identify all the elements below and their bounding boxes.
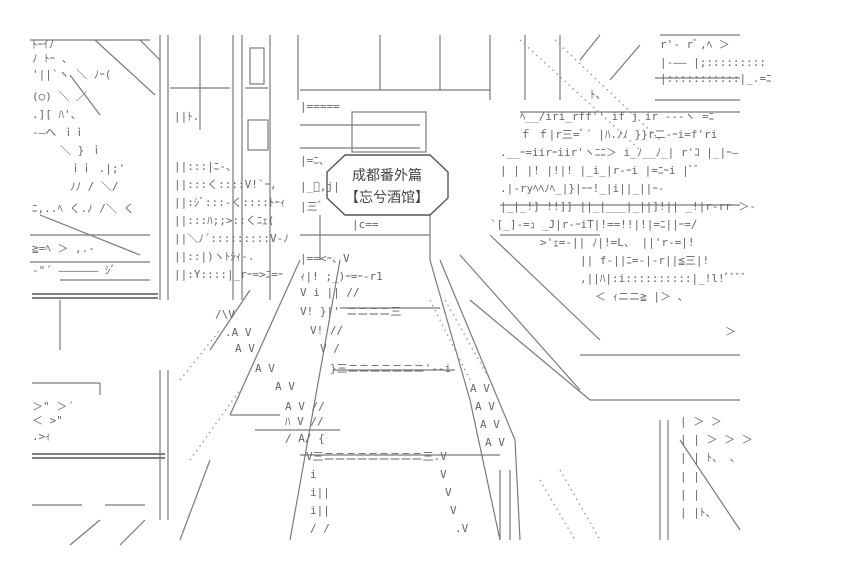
svg-text:/ A/ {: / A/ { [285,432,325,445]
svg-text:V i || //: V i || // [300,286,360,299]
svg-text:||＼ﾉ´:::::::::V-ﾉ: ||＼ﾉ´:::::::::V-ﾉ [174,232,289,245]
svg-text:||:ｼﾞ:::-く::::ﾄｰｨ: ||:ｼﾞ:::-く::::ﾄｰｨ [174,196,285,209]
svg-text:＜ >": ＜ >" [32,414,63,427]
svg-text:i||: i|| [310,486,330,499]
svg-text:|==<ｰ、V: |==<ｰ、V [300,252,350,265]
svg-text:| | ＞ ＞ ＞: | | ＞ ＞ ＞ [680,433,753,446]
svg-text:| |: | | [680,488,700,501]
svg-text:ﾍ__/iri_rff'' if j ir ---ヽ: ﾍ__/iri_rff'' if j ir ---ヽ =ﾆ [520,110,714,123]
svg-text:＜ ｨニニ≧ |＞ 、: ＜ ｨニニ≧ |＞ 、 [595,290,689,303]
svg-text:ｆ ｆ|r三=ﾞ´ |ﾊ.ﾉﾉ }}r二-ｰi=f'ri: ｆ ｆ|r三=ﾞ´ |ﾊ.ﾉﾉ }}r二-ｰi=f'ri [520,128,717,141]
svg-text:ﾆ,..ﾍ く.ﾉ /＼ く: ﾆ,..ﾍ く.ﾉ /＼ く [32,202,134,215]
svg-text:≧=ﾍ ＞ ,.-: ≧=ﾍ ＞ ,.- [32,242,95,255]
svg-text:A V //: A V // [285,400,325,413]
svg-text:`[_]-=ｭ _J|r-ｰiT|!==!!|!|=ﾆ||ｰ: `[_]-=ｭ _J|r-ｰiT|!==!!|!|=ﾆ||ｰ=/ [490,218,697,231]
svg-text:i||: i|| [310,504,330,517]
svg-text:||:::く::::V!`ｰ,: ||:::く::::V!`ｰ, [174,178,277,191]
svg-text:.>ｨ: .>ｨ [32,430,51,443]
svg-text:.][ ﾊ'、: .][ ﾊ'、 [32,108,82,121]
shop-sign: 成都番外篇 【忘兮酒馆】 [326,154,449,216]
svg-text:| |ﾄ、: | |ﾄ、 [680,506,716,519]
svg-text:|_|_!] !!]] ||_|___|_||]!|| _: |_|_!] !!]] ||_|___|_||]!|| _!|r-rr ＞- [500,200,756,213]
left-buildings [30,35,299,300]
svg-text:||:Y::::|_rｰ=>ﾆ=ｰ: ||:Y::::|_rｰ=>ﾆ=ｰ [174,268,283,281]
svg-text:||::|)ヽﾄｼｨ-.: ||::|)ヽﾄｼｨ-. [174,250,254,263]
svg-text:V: V [450,504,457,517]
svg-text:A V: A V [255,362,275,375]
svg-text:|=ﾆ、: |=ﾆ、 [300,154,330,167]
svg-text:||:::|ﾆ-、: ||:::|ﾆ-、 [174,160,237,173]
svg-text:|=====: |===== [300,100,340,113]
left-lower-rails [32,300,146,546]
shop-sign-line1: 成都番外篇 [352,168,422,184]
svg-text:|| f-||ﾆ=-|-r||≦三|!: || f-||ﾆ=-|-r||≦三|! [580,254,709,267]
svg-text:A V: A V [475,400,495,413]
svg-text:.|-ryﾍﾍﾉﾍ_|}|ｰｰ!_|i||_||ｰ-: .|-ryﾍﾍﾉﾍ_|}|ｰｰ!_|i||_||ｰ- [500,182,664,195]
svg-text:| | ﾄ、 、: | | ﾄ、 、 [680,451,741,464]
svg-text:| | |! |!|! |_i_|r-ｰi |=ﾆｰi |: | | |! |!|! |_i_|r-ｰi |=ﾆｰi |ﾞﾞ [500,164,700,177]
svg-text:＞: ＞ [725,325,736,338]
svg-text:ﾉ ﾄｰ 、: ﾉ ﾄｰ 、 [32,52,73,65]
svg-text:i: i [310,468,317,481]
center-ascii-texture: |===== |=ﾆ、 |_ﾞ,j| |三ﾞ |c== |==<ｰ、V ｨ|! … [215,100,505,535]
svg-text:| ＞ ＞: | ＞ ＞ [680,415,722,428]
svg-text:r'- rﾞ: r'- rﾞ [660,38,699,51]
svg-text:.A V: .A V [225,326,252,339]
svg-text:V /: V / [320,342,340,355]
svg-text:}三ニニニニニニニ'--i: }三ニニニニニニニ'--i [330,362,451,375]
svg-text:|-―― |;:::::::::: |-―― |;::::::::: [660,56,766,69]
svg-text:/ /: / / [310,522,330,535]
svg-text:|三ﾞ: |三ﾞ [300,200,323,213]
left-ascii-texture: ﾄｰｲﾉ ﾉ ﾄｰ 、 '||`ヽ ＼ ﾉｰ( (○) ＼ ／ .][ ﾊ'、 … [32,38,289,281]
center-structure [300,35,561,260]
svg-text:ﾄ、: ﾄ、 [590,88,607,101]
shop-sign-line2: 【忘兮酒馆】 [345,190,429,206]
svg-text:V: V [445,486,452,499]
svg-text:ｨ|! ;_)ｰ=ｰ-r1: ｨ|! ;_)ｰ=ｰ-r1 [300,270,383,283]
svg-text:|c==: |c== [352,218,379,231]
svg-text:ﾊ V //: ﾊ V // [285,415,324,428]
svg-text:V三ニニニニニニニニニ三.V: V三ニニニニニニニニニ三.V [306,450,447,463]
svg-text:V! //: V! // [310,324,343,337]
center-dotted-path [179,39,661,541]
svg-text:A V: A V [470,382,490,395]
svg-text:-―へ ｉｉ: -―へ ｉｉ [32,126,85,139]
svg-text:ｉｉ .|;': ｉｉ .|;' [70,162,125,175]
svg-text:.V: .V [455,522,469,535]
center-road [159,259,521,541]
svg-text:/\V: /\V [215,308,235,321]
svg-text:A V: A V [480,418,500,431]
svg-text:|:::::::::::|_.=ﾆ: |:::::::::::|_.=ﾆ [660,72,771,85]
svg-text:||ﾄ.: ||ﾄ. [174,110,199,123]
svg-text:＞" ＞´: ＞" ＞´ [32,400,74,413]
svg-text:A V: A V [485,436,505,449]
svg-text:,||ﾊ|:i::::::::::|_!l!ﾞﾞﾞﾞ: ,||ﾊ|:i::::::::::|_!l!ﾞﾞﾞﾞ [580,272,747,285]
svg-text:ﾄｰｲﾉ: ﾄｰｲﾉ [32,38,54,51]
svg-text:A V: A V [275,380,295,393]
left-rail-double [32,293,165,459]
svg-text:| |: | | [680,470,700,483]
svg-text:'||`ヽ ＼ ﾉｰ(: '||`ヽ ＼ ﾉｰ( [32,68,111,81]
right-buildings [459,34,741,540]
svg-text:-"´ ―――――― ｼﾞ: -"´ ―――――― ｼﾞ [32,264,116,277]
svg-text:(○) ＼ ／: (○) ＼ ／ [32,90,87,103]
right-ascii-texture: r'- rﾞ ,ﾍ ＞ |-―― |;::::::::: |::::::::::… [32,38,771,519]
svg-text:A V: A V [235,342,255,355]
svg-text:ﾉﾉ / ＼/: ﾉﾉ / ＼/ [70,180,119,193]
svg-text:||:::ﾊ;;>::くﾆｪ(: ||:::ﾊ;;>::くﾆｪ( [174,214,274,227]
svg-text:＼ } ｉ: ＼ } ｉ [60,144,102,157]
svg-text:V: V [440,468,447,481]
svg-text:V! }|' ニニニニ三: V! }|' ニニニニ三 [300,305,401,318]
svg-text:|_ﾞ,j|: |_ﾞ,j| [300,180,340,193]
svg-text:,ﾍ ＞: ,ﾍ ＞ [700,38,730,51]
svg-text:.__ｰ=iirｰiir'ヽﾆﾆ＞ i_ﾉ__ﾉ_| r'ｺ: .__ｰ=iirｰiir'ヽﾆﾆ＞ i_ﾉ__ﾉ_| r'ｺ |_|ｰ― [500,146,739,159]
svg-text:>'ｪ=-|| ﾉ|!=L、 ||'r-=|!: >'ｪ=-|| ﾉ|!=L、 ||'r-=|! [540,236,694,249]
